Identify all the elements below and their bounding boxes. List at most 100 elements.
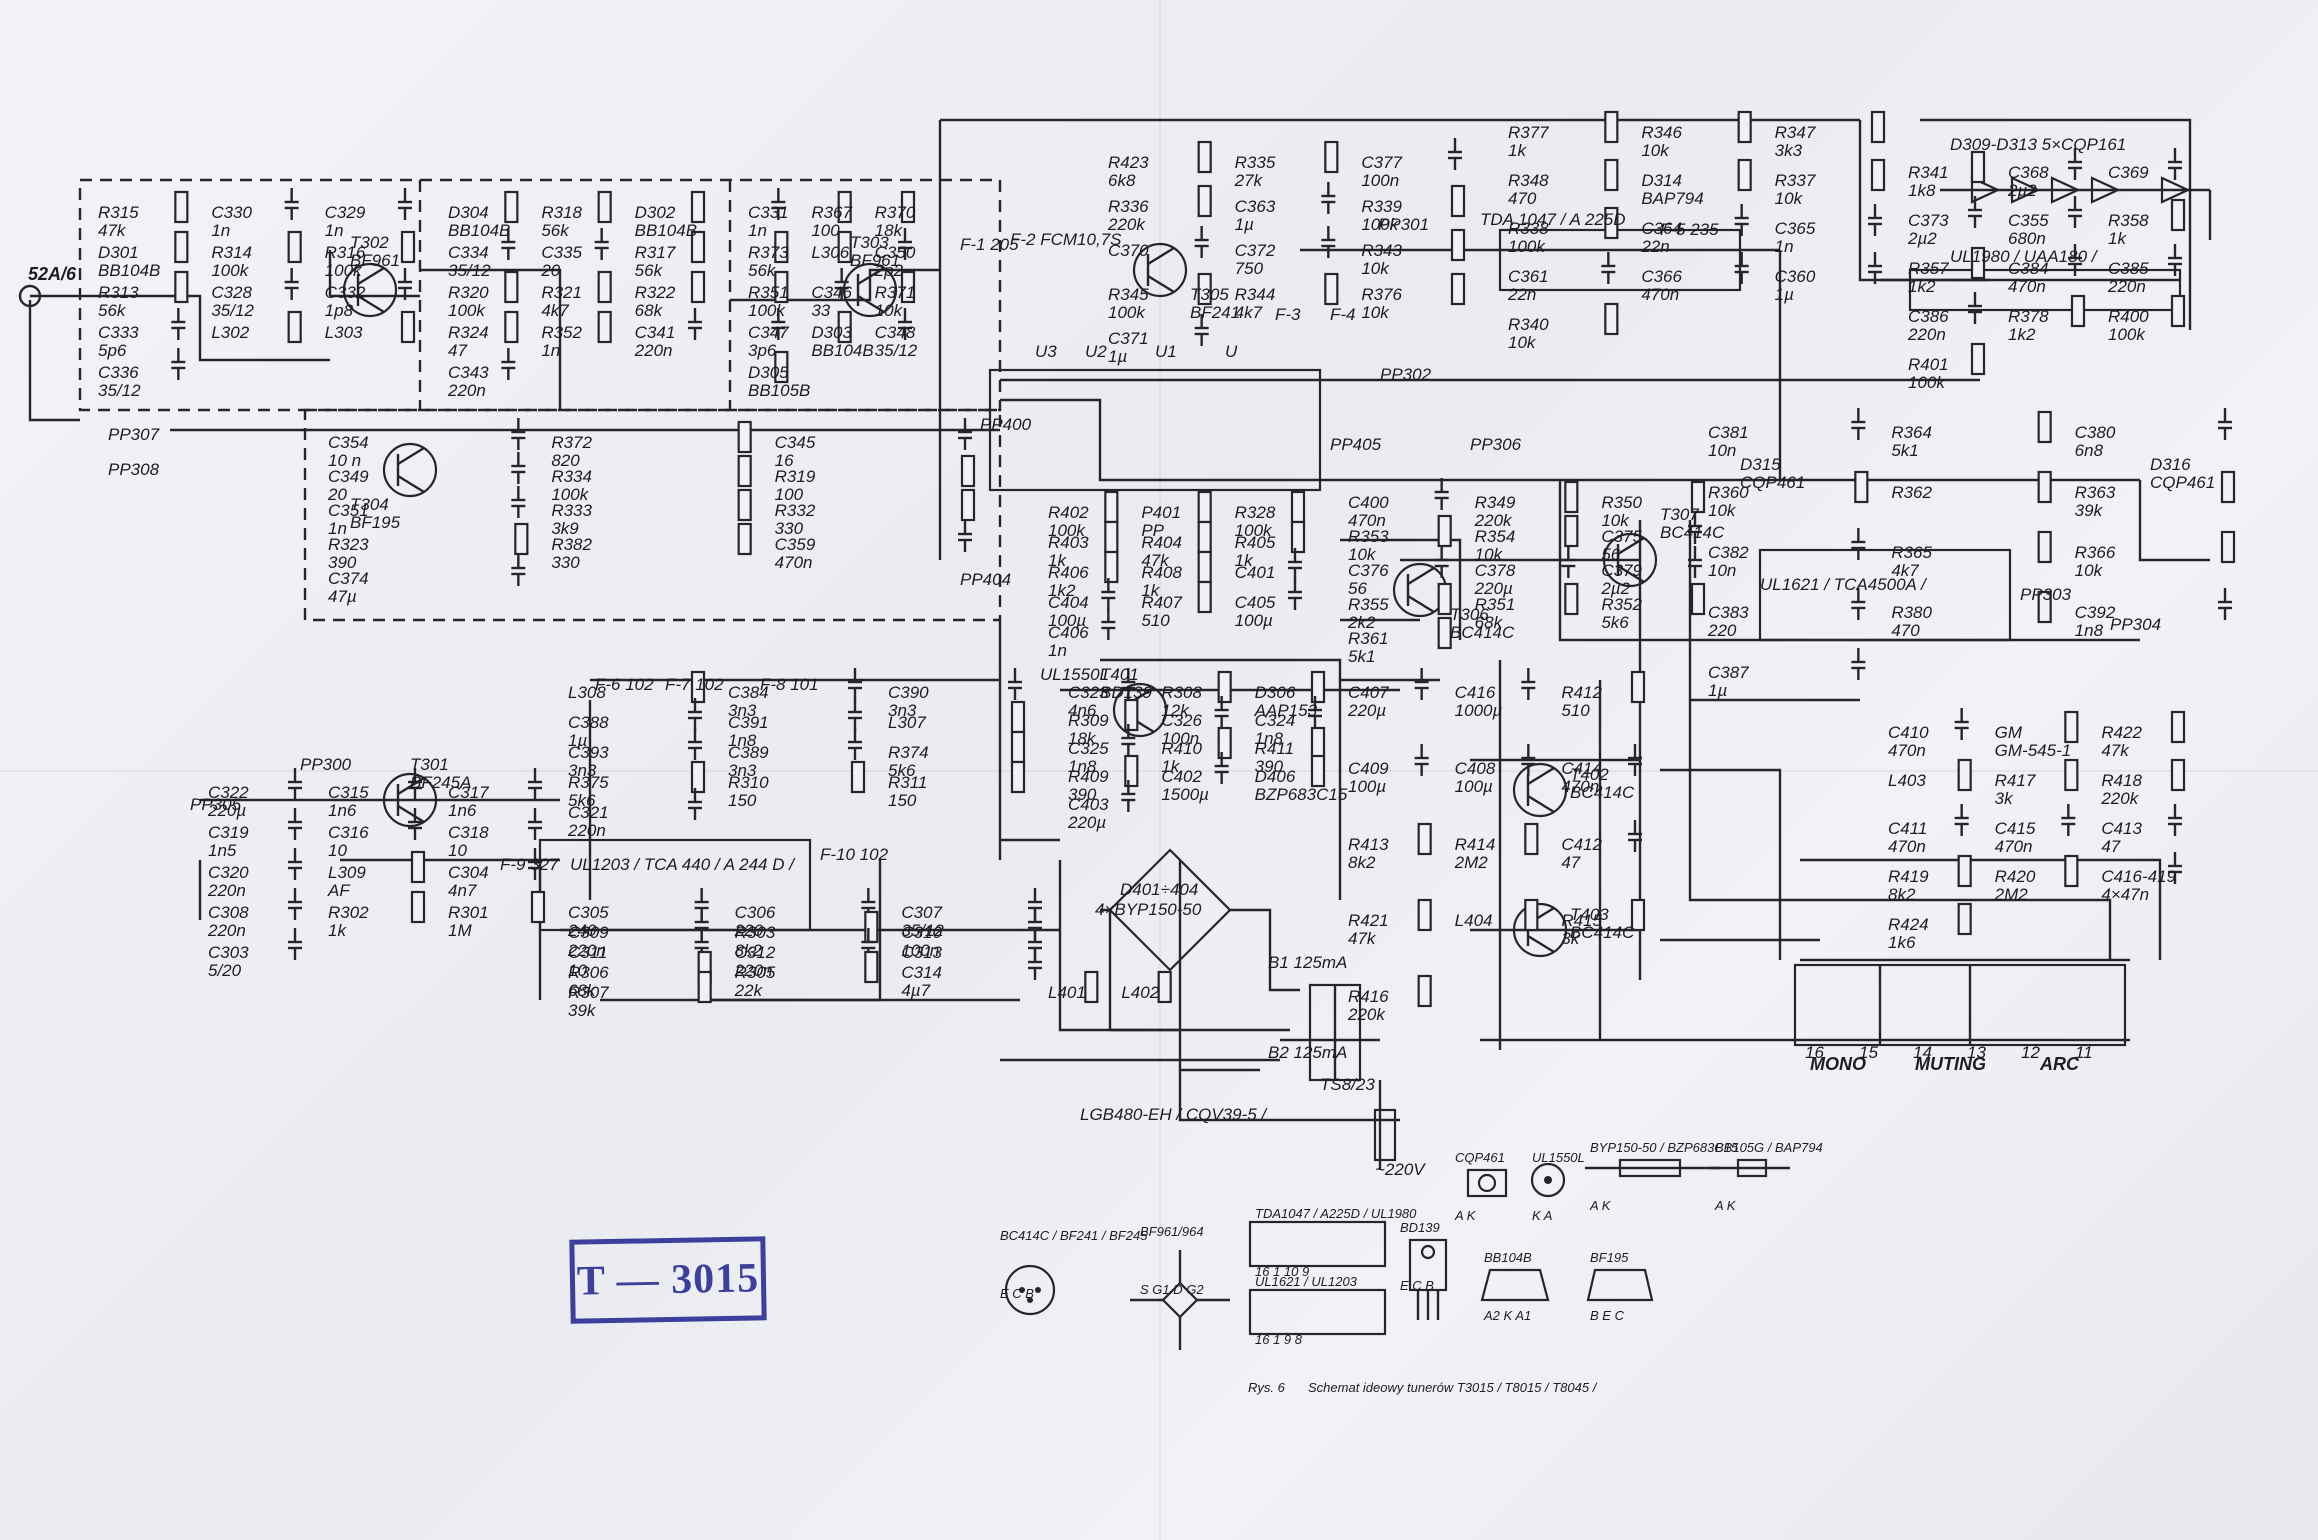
component-ref: R347 xyxy=(1775,123,1816,142)
component-value: 4×47n xyxy=(2101,885,2149,904)
led-bar-label: D309-D313 5×CQP161 xyxy=(1950,135,2126,154)
resistor-symbol xyxy=(1310,754,1326,788)
package-tda1047 xyxy=(1248,1220,1387,1336)
resistor-symbol xyxy=(597,270,612,304)
capacitor-symbol xyxy=(1734,204,1749,236)
capacitor-symbol xyxy=(284,188,299,220)
resistor-symbol xyxy=(1124,754,1139,788)
component-ref: R363 xyxy=(2075,483,2116,502)
package-name: BC414C / BF241 / BF245 xyxy=(1000,1228,1148,1243)
resistor-symbol xyxy=(2170,294,2186,328)
component-value: 330 xyxy=(551,553,580,572)
resistor-symbol xyxy=(1290,520,1306,554)
component-ref: C310 xyxy=(901,923,942,942)
component-value: 10 n xyxy=(328,451,361,470)
component-value: 390 xyxy=(328,553,357,572)
component-value: 10 xyxy=(328,841,347,860)
component-ref: C347 xyxy=(748,323,789,342)
component-ref: C364 xyxy=(1641,219,1682,238)
resistor-symbol xyxy=(1604,158,1619,192)
capacitor-symbol xyxy=(2168,148,2182,180)
resistor-symbol xyxy=(2064,710,2079,744)
component-value: 39k xyxy=(2075,501,2104,520)
component-ref: C359 xyxy=(775,535,816,554)
component-value: 10n xyxy=(1708,441,1736,460)
if-bus xyxy=(1000,398,1560,482)
component-ref: R322 xyxy=(635,283,676,302)
switch-label-u3: U3 xyxy=(1035,342,1057,361)
resistor-symbol xyxy=(737,488,752,522)
component-value: 10k xyxy=(1708,501,1737,520)
component-value: 470n xyxy=(1348,511,1386,530)
component-ref: R404 xyxy=(1141,533,1182,552)
component-value: 5k6 xyxy=(1601,613,1629,632)
mains-label: ~220V xyxy=(1375,1160,1426,1179)
resistor-symbol xyxy=(1417,822,1432,856)
capacitor-symbol xyxy=(1521,668,1536,700)
wire xyxy=(1340,538,1462,640)
component-ref: C416 xyxy=(1455,683,1496,702)
component-value: 220n xyxy=(2107,277,2146,296)
component-ref: C319 xyxy=(208,823,249,842)
resistor-symbol xyxy=(1324,140,1339,174)
component-value: 6k8 xyxy=(1108,171,1136,190)
resistor-symbol xyxy=(1124,698,1139,732)
component-value: 56 xyxy=(1348,579,1367,598)
transistor-type: BF241 xyxy=(1190,303,1240,322)
wire xyxy=(1100,658,1342,900)
resistor-symbol xyxy=(1197,490,1212,524)
resistor-symbol xyxy=(174,190,189,224)
component-value: 220n xyxy=(567,821,606,840)
capacitor-symbol xyxy=(1968,292,1982,324)
component-value: 220µ xyxy=(1067,813,1106,832)
capacitor-symbol xyxy=(288,808,302,840)
fuse-label: B2 125mA xyxy=(1268,1043,1347,1062)
component-ref: C392 xyxy=(2075,603,2116,622)
capacitor-symbol xyxy=(284,268,299,300)
component-ref: C321 xyxy=(568,803,609,822)
component-value: 4k7 xyxy=(541,301,569,320)
transistor-ref: T301 xyxy=(410,755,449,774)
transistor-type: BC414C xyxy=(1570,923,1635,942)
component-value: 100k xyxy=(448,301,486,320)
component-value: 68k xyxy=(635,301,664,320)
package-bf195 xyxy=(1586,1268,1654,1302)
component-value: 100k xyxy=(1108,303,1146,322)
component-ref: R375 xyxy=(568,773,609,792)
component-ref: C314 xyxy=(901,963,942,982)
component-ref: R309 xyxy=(1068,711,1109,730)
package-name: BB105G / BAP794 xyxy=(1715,1140,1823,1155)
component-ref: R421 xyxy=(1348,911,1389,930)
capacitor-symbol xyxy=(398,268,412,300)
component-value: 3p6 xyxy=(748,341,777,360)
package-cqp461 xyxy=(1466,1168,1508,1198)
package-byp150 xyxy=(1585,1158,1720,1178)
component-value: 22n xyxy=(1640,237,1669,256)
component-value: 100n xyxy=(1161,729,1199,748)
component-value: 10k xyxy=(1475,545,1504,564)
component-ref: C411 xyxy=(1888,819,1927,838)
capacitor-symbol xyxy=(1954,804,1969,836)
component-value: 22k xyxy=(734,981,764,1000)
switch-label-u: U xyxy=(1225,342,1238,361)
component-ref: D314 xyxy=(1641,171,1682,190)
component-value: 3n3 xyxy=(568,761,597,780)
component-ref: R333 xyxy=(551,501,592,520)
component-ref: C374 xyxy=(328,569,369,588)
capacitor-symbol xyxy=(1851,408,1866,440)
component-value: 220n xyxy=(207,921,246,940)
resistor-symbol xyxy=(514,522,529,556)
resistor-symbol xyxy=(174,230,189,264)
component-ref: D304 xyxy=(448,203,489,222)
component-value: 10k xyxy=(875,301,904,320)
package-name: BD139 xyxy=(1400,1220,1440,1235)
component-ref: C323 xyxy=(1068,683,1109,702)
transistor-T301 xyxy=(382,772,438,828)
capacitor-symbol xyxy=(1628,744,1642,776)
test-point-label: PP400 xyxy=(980,415,1032,434)
package-pins: 16 1 9 8 xyxy=(1255,1332,1303,1347)
component-value: 150 xyxy=(728,791,757,810)
component-ref: R401 xyxy=(1908,355,1949,374)
package-name: UL1621 / UL1203 xyxy=(1255,1274,1358,1289)
component-ref: C308 xyxy=(208,903,249,922)
